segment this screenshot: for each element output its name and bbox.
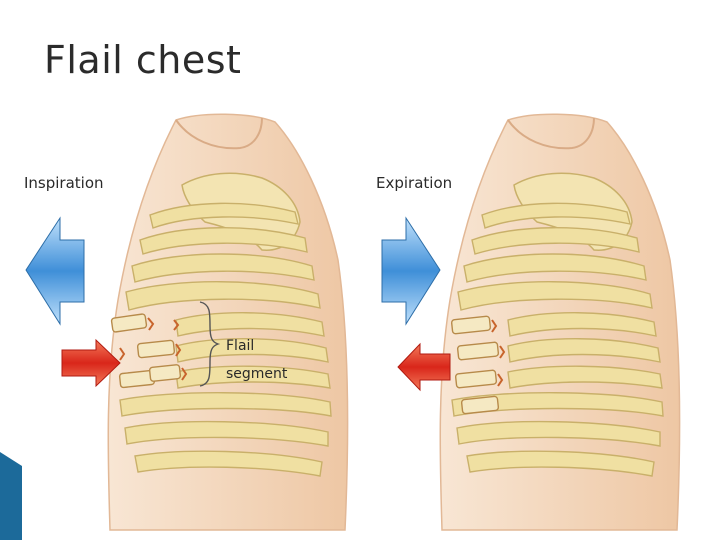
inward-motion-arrow (382, 218, 440, 324)
expiration-label: Expiration (376, 174, 452, 192)
outward-motion-arrow (26, 218, 84, 324)
inspiration-label: Inspiration (24, 174, 104, 192)
expiration-panel: Expiration (376, 114, 680, 530)
inspiration-panel: Inspiration Flail segment (24, 114, 348, 530)
corner-accent (0, 452, 22, 540)
flail-label-line1: Flail (226, 338, 254, 354)
flail-label-line2: segment (226, 366, 288, 382)
